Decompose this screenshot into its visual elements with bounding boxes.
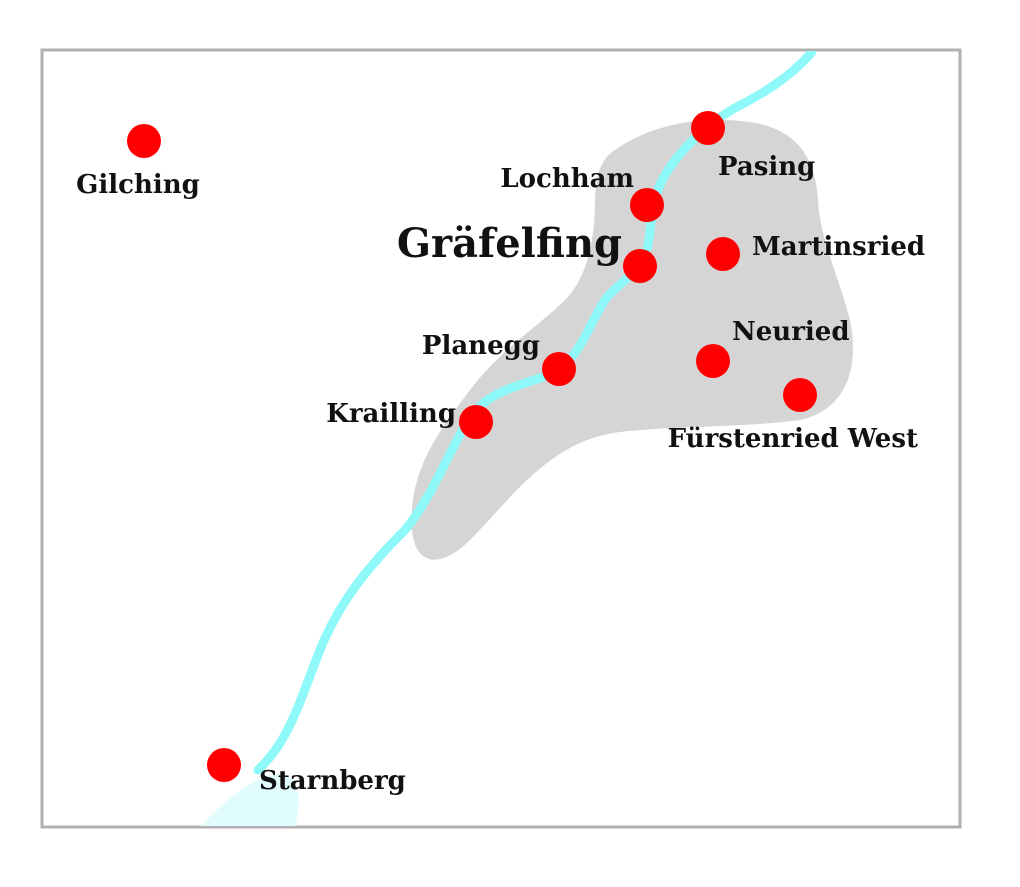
town-marker-starnberg[interactable] [207,748,241,782]
label-grafelfing: Gräfelfing [397,220,622,267]
town-marker-planegg[interactable] [542,352,576,386]
label-krailling: Krailling [326,399,456,429]
town-marker-krailling[interactable] [459,405,493,439]
lake-area [200,774,299,826]
label-planegg: Planegg [422,331,540,361]
label-neuried: Neuried [732,317,850,347]
label-pasing: Pasing [718,152,815,182]
label-martinsried: Martinsried [752,232,925,262]
town-marker-grafelfing[interactable] [623,249,657,283]
urban-area [411,119,853,560]
town-marker-pasing[interactable] [691,111,725,145]
town-marker-martinsried[interactable] [706,237,740,271]
town-marker-gilching[interactable] [127,124,161,158]
label-starnberg: Starnberg [259,766,406,796]
town-marker-neuried[interactable] [696,344,730,378]
label-furstenried-west: Fürstenried West [668,424,918,454]
town-marker-lochham[interactable] [630,188,664,222]
label-lochham: Lochham [500,164,634,194]
label-gilching: Gilching [76,170,200,200]
town-marker-furstenried-west[interactable] [783,378,817,412]
